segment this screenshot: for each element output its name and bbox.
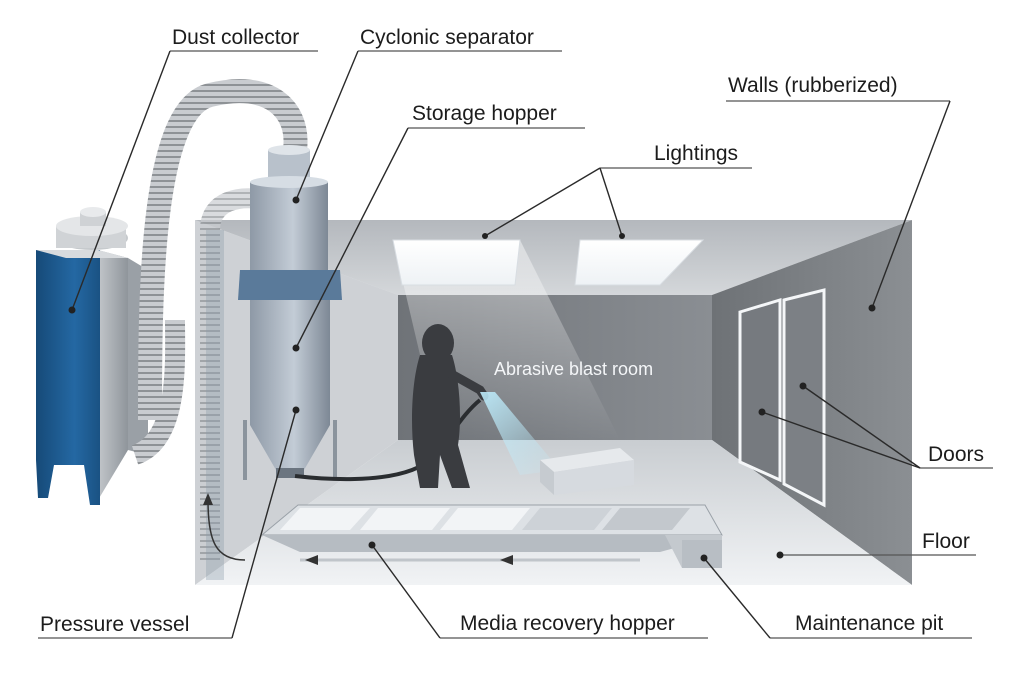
- maintenance-pit: [665, 535, 722, 568]
- workpiece: [540, 448, 634, 495]
- ceiling: [195, 220, 912, 295]
- cyclone-flange: [238, 270, 342, 300]
- storage-hopper: [243, 300, 337, 480]
- arrow-left-2: [500, 555, 513, 565]
- label-media-recovery-hopper: Media recovery hopper: [460, 612, 675, 635]
- labels: Dust collector Cyclonic separator Storag…: [40, 26, 984, 636]
- label-maintenance-pit: Maintenance pit: [795, 612, 943, 635]
- label-cyclonic-separator: Cyclonic separator: [360, 26, 534, 49]
- label-floor: Floor: [922, 530, 970, 553]
- leader-lines: [38, 50, 993, 639]
- operator: [412, 324, 489, 488]
- dust-collector: [36, 207, 148, 505]
- light-panel-right: [574, 239, 705, 286]
- label-doors: Doors: [928, 443, 984, 466]
- label-storage-hopper: Storage hopper: [412, 102, 557, 125]
- label-lightings: Lightings: [654, 142, 738, 165]
- media-recovery-hopper: [260, 504, 723, 565]
- cyclonic-separator: [238, 145, 342, 300]
- label-pressure-vessel: Pressure vessel: [40, 613, 189, 636]
- arrow-left-1: [305, 555, 318, 565]
- label-walls: Walls (rubberized): [728, 74, 898, 97]
- abrasive-spray: [480, 392, 560, 475]
- doors: [738, 288, 826, 508]
- label-abrasive-blast-room: Abrasive blast room: [494, 359, 653, 379]
- label-dust-collector: Dust collector: [172, 26, 299, 49]
- return-arrow: [207, 499, 246, 561]
- light-panel-left: [392, 239, 521, 286]
- lightings: [392, 239, 705, 286]
